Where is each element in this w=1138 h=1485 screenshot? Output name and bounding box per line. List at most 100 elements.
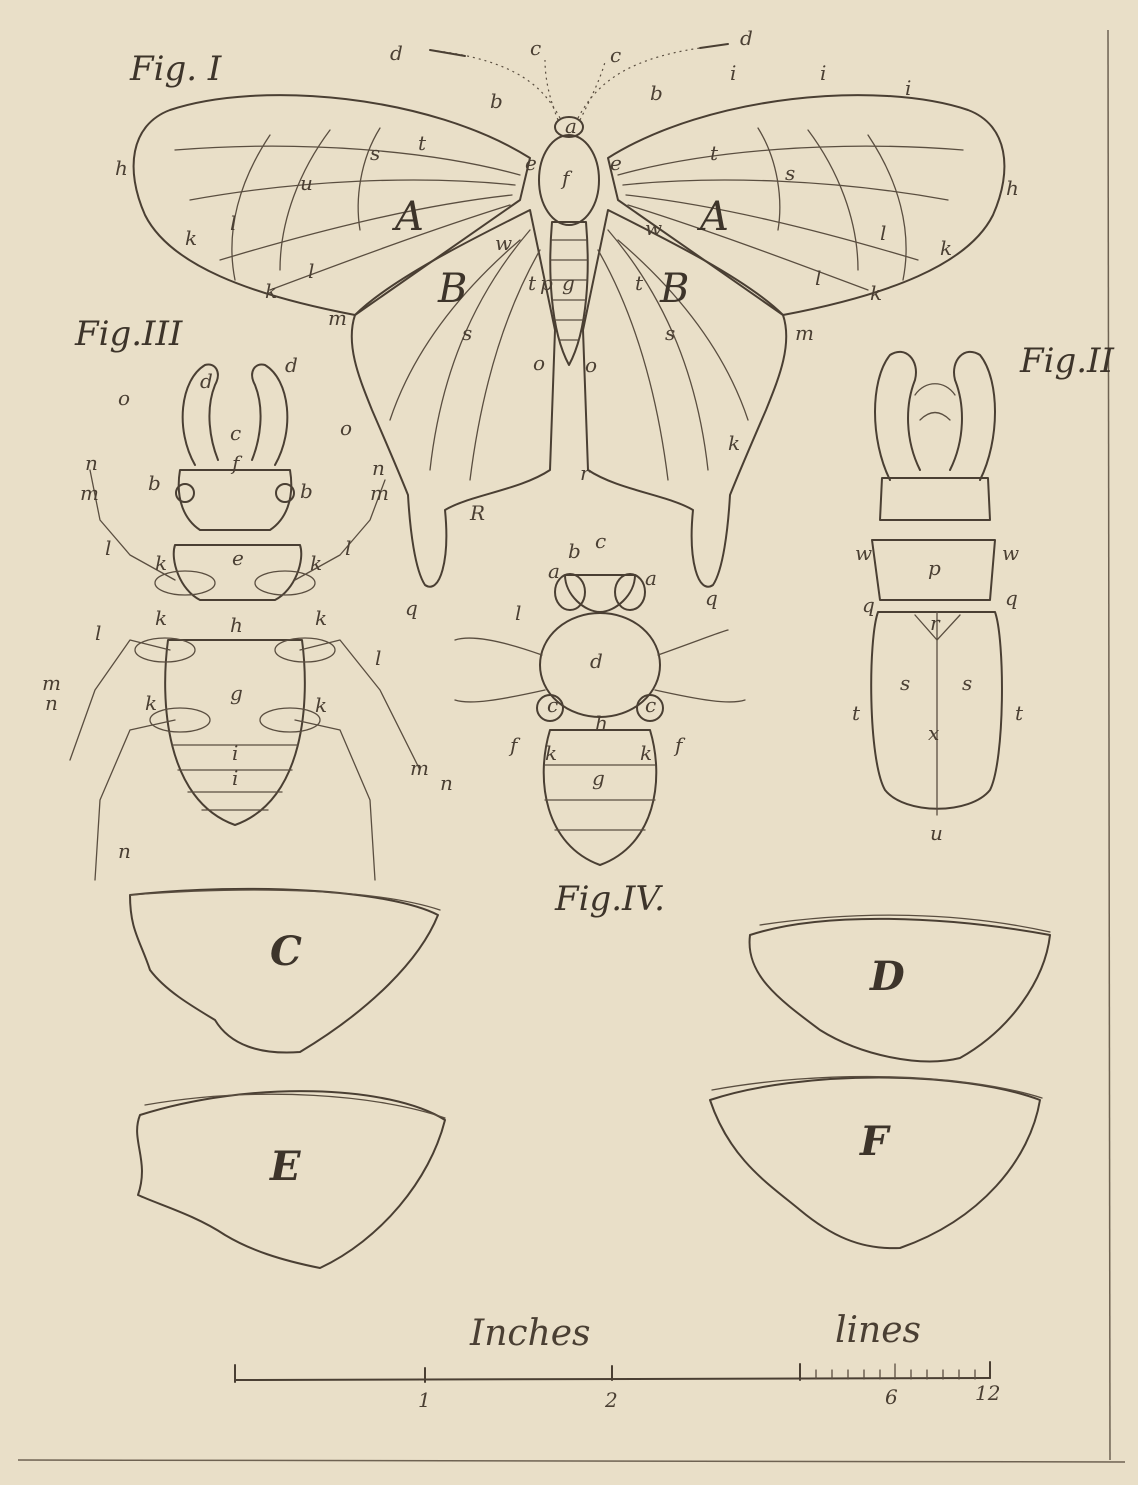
- part-label: m: [328, 306, 347, 330]
- wing-panel-d: D: [750, 915, 1050, 1061]
- fig2-beetle-dorsal: Fig.II p q q r s s t t u w w x: [852, 341, 1114, 845]
- part-label: h: [230, 613, 243, 637]
- scale-inches-label: Inches: [469, 1313, 591, 1354]
- part-label: k: [265, 279, 277, 303]
- plate-border-bottom: [18, 1460, 1125, 1462]
- fig2-title: Fig.II: [1019, 341, 1114, 381]
- scale-tick-2: 2: [604, 1388, 618, 1412]
- fig3-abdomen: [165, 640, 305, 825]
- part-label: d: [390, 41, 403, 65]
- fig1-wing-letter-right-hind: B: [659, 266, 689, 312]
- part-label: a: [548, 559, 560, 583]
- part-label: k: [185, 226, 197, 250]
- part-label: s: [900, 671, 910, 695]
- part-label: n: [85, 451, 98, 475]
- part-label: f: [508, 733, 521, 757]
- part-label: l: [815, 266, 821, 290]
- part-label: t: [635, 271, 644, 295]
- fig3-legs: [70, 470, 420, 880]
- part-label: l: [230, 211, 236, 235]
- scale-tick-1: 1: [418, 1388, 431, 1412]
- fig3-title: Fig.III: [74, 314, 183, 354]
- fig1-title: Fig. I: [129, 49, 222, 89]
- part-label: t: [1015, 701, 1024, 725]
- scale-tick-6: 6: [885, 1385, 898, 1409]
- fig3-mandibles: [183, 364, 288, 465]
- wing-panel-e: E: [137, 1091, 445, 1268]
- part-label: m: [80, 481, 99, 505]
- part-label: c: [230, 421, 241, 445]
- part-label: c: [547, 693, 558, 717]
- part-label: o: [585, 353, 597, 377]
- part-label: q: [862, 593, 875, 617]
- fig2-head: [880, 478, 990, 520]
- part-label: k: [315, 693, 327, 717]
- part-label: b: [490, 89, 503, 113]
- part-label: o: [533, 351, 545, 375]
- part-label: k: [545, 741, 557, 765]
- part-label: n: [372, 456, 385, 480]
- part-label: g: [230, 681, 243, 705]
- part-label: g: [562, 271, 575, 295]
- fig3-beetle-ventral: Fig.III b b c d d e f g h i i k k k k k …: [42, 314, 453, 880]
- part-label: l: [308, 259, 314, 283]
- fig4-bee: Fig.IV. a a b c c c d f f g h k k l: [455, 529, 745, 919]
- part-label: m: [370, 481, 389, 505]
- part-label: k: [310, 551, 322, 575]
- part-label: f: [560, 166, 573, 190]
- part-label: h: [1006, 176, 1019, 200]
- part-label: i: [730, 61, 736, 85]
- part-label: t: [852, 701, 861, 725]
- part-label: c: [645, 693, 656, 717]
- fig1-left-forewing: [134, 95, 530, 315]
- part-label: q: [705, 586, 718, 610]
- part-label: d: [590, 649, 603, 673]
- fig4-head: [565, 575, 635, 612]
- wing-panel-e-label: E: [269, 1143, 301, 1190]
- part-label: k: [145, 691, 157, 715]
- fig3-head: [179, 470, 292, 530]
- part-label: u: [930, 821, 943, 845]
- part-label: w: [855, 541, 872, 565]
- part-label: c: [530, 36, 541, 60]
- part-label: i: [232, 766, 238, 790]
- part-label: r: [580, 461, 591, 485]
- part-label: t: [710, 141, 719, 165]
- part-label: m: [795, 321, 814, 345]
- part-label: w: [495, 231, 512, 255]
- scale-bar: Inches lines 1 2 6 12: [235, 1310, 1000, 1412]
- fig4-title: Fig.IV.: [554, 879, 665, 919]
- part-label: i: [905, 76, 911, 100]
- part-label: s: [665, 321, 675, 345]
- wing-panel-f: F: [710, 1077, 1042, 1249]
- part-label: l: [515, 601, 521, 625]
- part-label: s: [962, 671, 972, 695]
- part-label: e: [525, 151, 537, 175]
- part-label: f: [673, 733, 686, 757]
- part-label: f: [230, 451, 243, 475]
- part-label: s: [785, 161, 795, 185]
- part-label: l: [880, 221, 886, 245]
- part-label: k: [155, 551, 167, 575]
- part-label: k: [640, 741, 652, 765]
- part-label: l: [105, 536, 111, 560]
- part-label: b: [148, 471, 161, 495]
- scale-line-subdivisions: [816, 1364, 975, 1379]
- part-label: l: [345, 536, 351, 560]
- part-label: k: [728, 431, 740, 455]
- part-label: m: [410, 756, 429, 780]
- part-label: e: [610, 151, 622, 175]
- part-label: w: [1002, 541, 1019, 565]
- part-label: t: [418, 131, 427, 155]
- part-label: i: [232, 741, 238, 765]
- plate-border-right: [1108, 30, 1110, 1460]
- part-label: q: [405, 596, 418, 620]
- fig1-wing-letter-right-fore: A: [696, 194, 729, 240]
- part-label: b: [300, 479, 313, 503]
- part-label: q: [1005, 586, 1018, 610]
- part-label: h: [115, 156, 128, 180]
- part-label: o: [118, 386, 130, 410]
- part-label: k: [315, 606, 327, 630]
- part-label: b: [650, 81, 663, 105]
- part-label: n: [45, 691, 58, 715]
